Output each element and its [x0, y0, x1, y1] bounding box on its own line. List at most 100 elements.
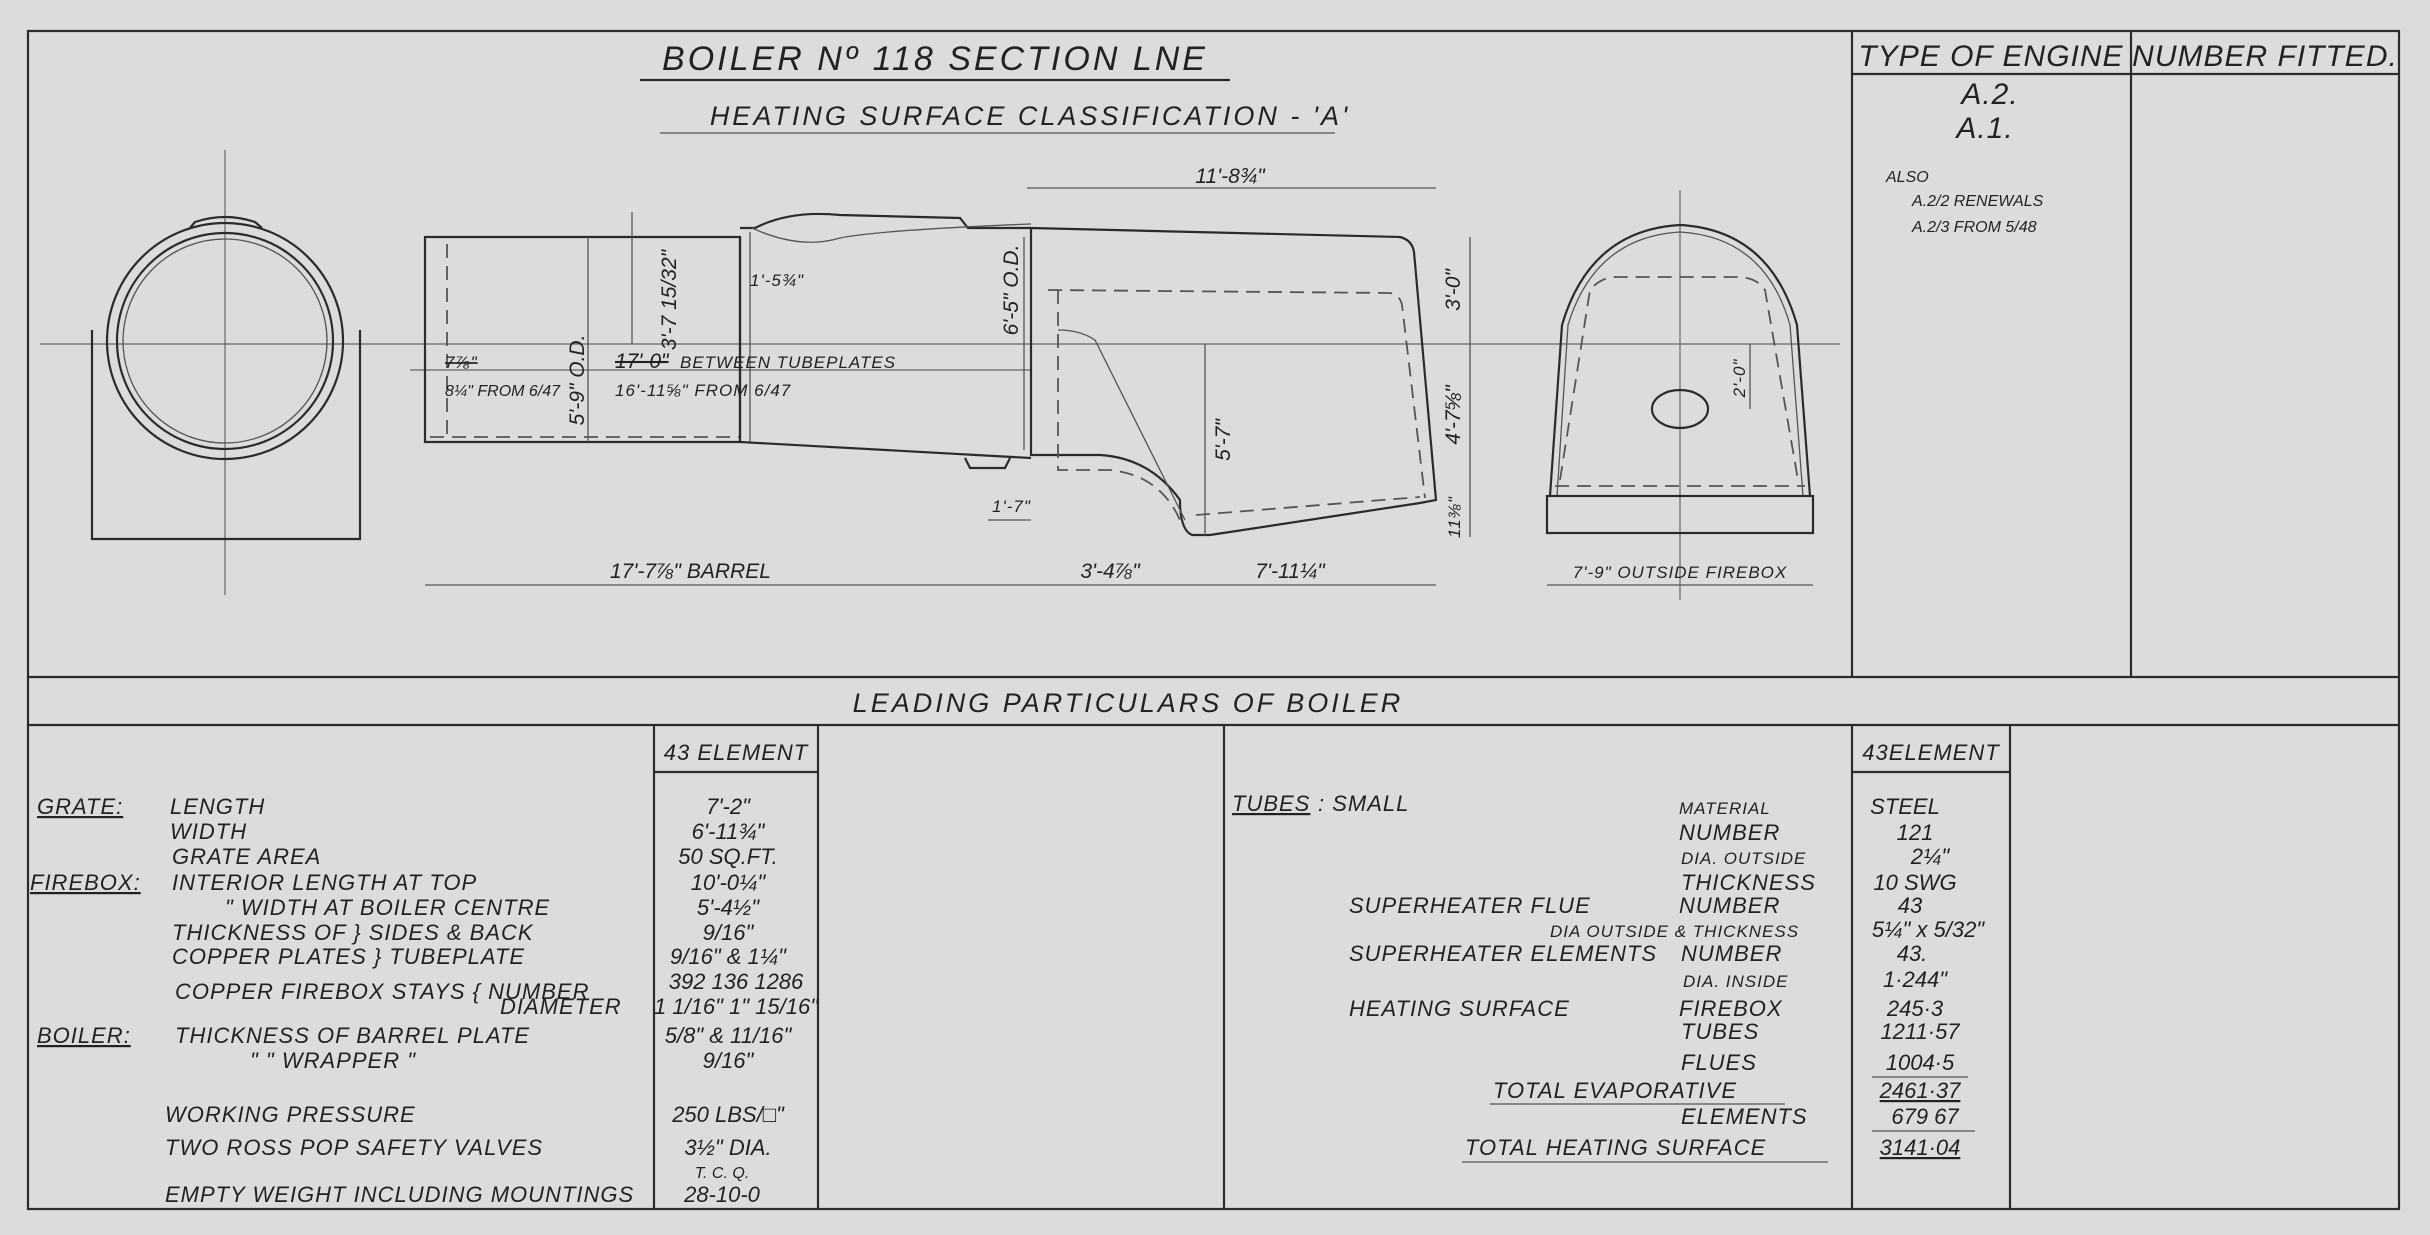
- dim-barrel-od: 5'-9" O.D.: [566, 335, 589, 426]
- row-label: COPPER PLATES } TUBEPLATE: [172, 944, 525, 969]
- section-grate: GRATE:: [37, 794, 123, 819]
- dim-tubeplates-new: 16'-11⅝" FROM 6/47: [615, 381, 791, 400]
- dim-throat: 1'-7": [992, 497, 1031, 516]
- row-label: DIA. OUTSIDE: [1681, 849, 1806, 868]
- right-particulars: TUBES : SMALL SUPERHEATER FLUE SUPERHEAT…: [1232, 791, 1985, 1163]
- row-value: 9/16": [703, 1048, 755, 1073]
- center-lines: [40, 150, 1840, 600]
- dim-grate-height: 5'-7": [1212, 418, 1235, 461]
- note-also: ALSO: [1885, 169, 1929, 186]
- row-value: 7'-2": [706, 794, 751, 819]
- row-value: 392 136 1286: [669, 969, 804, 994]
- row-value: 245·3: [1886, 996, 1944, 1021]
- number-fitted-header: NUMBER FITTED.: [2132, 40, 2398, 73]
- row-value: 50 SQ.FT.: [678, 844, 777, 869]
- row-value: 28-10-0: [683, 1182, 761, 1207]
- dim-grate-length: 7'-11¼": [1255, 560, 1326, 583]
- section-superheater-elements: SUPERHEATER ELEMENTS: [1349, 941, 1657, 966]
- row-label: DIA OUTSIDE & THICKNESS: [1550, 922, 1799, 941]
- dim-tubeplates-old: 17'-0": [615, 350, 670, 373]
- engine-type-a2: A.2.: [1959, 78, 2018, 111]
- row-value: 679 67: [1891, 1104, 1959, 1129]
- row-value: 6'-11¾": [692, 819, 766, 844]
- row-value: 1·244": [1883, 967, 1948, 992]
- row-value: 5¼" x 5/32": [1872, 917, 1985, 942]
- row-label: " WIDTH AT BOILER CENTRE: [225, 895, 550, 920]
- dim-foundation: 11⅜": [1445, 496, 1464, 538]
- row-label: THICKNESS: [1681, 870, 1816, 895]
- side-view-firebox: [1029, 226, 1438, 537]
- row-label: NUMBER: [1681, 941, 1782, 966]
- row-label: ELEMENTS: [1681, 1104, 1808, 1129]
- row-value: 1211·57: [1880, 1019, 1960, 1044]
- row-value: 1004·5: [1886, 1050, 1955, 1075]
- dim-throat-length: 3'-4⅞": [1080, 560, 1141, 583]
- frame-lines: [26, 29, 2401, 1211]
- section-firebox: FIREBOX:: [30, 870, 141, 895]
- row-value: 43: [1898, 893, 1923, 918]
- dim-firebox-od: 6'-5" O.D.: [1000, 245, 1023, 336]
- row-value: 9/16" & 1¼": [670, 944, 787, 969]
- row-label: THICKNESS OF BARREL PLATE: [175, 1023, 530, 1048]
- row-label: DIAMETER: [500, 994, 622, 1019]
- note-renewals: A.2/2 RENEWALS: [1911, 193, 2044, 210]
- row-label: COPPER FIREBOX STAYS { NUMBER: [175, 979, 589, 1004]
- row-value: 250 LBS/□": [671, 1102, 785, 1127]
- dim-firebox-lower: 4'-7⅝": [1442, 384, 1465, 445]
- row-label: GRATE AREA: [172, 844, 321, 869]
- dim-smokebox-new: 8¼" FROM 6/47: [445, 383, 561, 400]
- row-value: 3½" DIA.: [684, 1135, 771, 1160]
- row-value: 5/8" & 11/16": [665, 1023, 793, 1048]
- row-value: 10'-0¼": [691, 870, 767, 895]
- row-value: 43.: [1897, 941, 1928, 966]
- row-label: WIDTH: [170, 819, 247, 844]
- section-boiler: BOILER:: [37, 1023, 131, 1048]
- row-label: LENGTH: [170, 794, 265, 819]
- weight-units: T. C. Q.: [695, 1165, 750, 1182]
- row-value: 10 SWG: [1873, 870, 1956, 895]
- row-label: FLUES: [1681, 1050, 1757, 1075]
- engine-type-a1: A.1.: [1954, 112, 2013, 145]
- note-from-date: A.2/3 FROM 5/48: [1911, 219, 2037, 236]
- row-value: 5'-4½": [697, 895, 760, 920]
- dim-tubeplates-label: BETWEEN TUBEPLATES: [680, 353, 896, 372]
- dim-firebox-top: 3'-0": [1442, 268, 1465, 311]
- dim-overall-firebox: 11'-8¾": [1195, 165, 1266, 188]
- side-view-barrel: [423, 212, 1032, 470]
- section-heating-surface: HEATING SURFACE: [1349, 996, 1570, 1021]
- right-col-header: 43ELEMENT: [1862, 740, 2000, 765]
- row-value: STEEL: [1870, 794, 1940, 819]
- total-evaporative-value: 2461·37: [1879, 1078, 1962, 1103]
- row-value: 1 1/16" 1" 15/16": [654, 994, 819, 1019]
- dim-dome-offset: 1'-5¾": [750, 271, 804, 290]
- row-label: " " WRAPPER ": [250, 1048, 416, 1073]
- row-label: MATERIAL: [1679, 799, 1771, 818]
- section-tubes-small: : SMALL: [1318, 791, 1409, 816]
- row-label: EMPTY WEIGHT INCLUDING MOUNTINGS: [165, 1182, 634, 1207]
- dim-dome: 3'-7 15/32": [658, 248, 681, 350]
- dim-smokebox-old: 7⅞": [445, 353, 478, 372]
- front-view-smokebox: [90, 215, 362, 541]
- total-evaporative-label: TOTAL EVAPORATIVE: [1493, 1078, 1737, 1103]
- total-heating-surface-value: 3141·04: [1880, 1135, 1961, 1160]
- drawing-title: BOILER Nº 118 SECTION LNE: [662, 40, 1208, 78]
- row-label: FIREBOX: [1679, 996, 1783, 1021]
- dim-outside-firebox: 7'-9" OUTSIDE FIREBOX: [1573, 563, 1787, 582]
- total-heating-surface-label: TOTAL HEATING SURFACE: [1465, 1135, 1766, 1160]
- row-value: 9/16": [703, 920, 755, 945]
- dim-firehole: 2'-0": [1730, 359, 1749, 399]
- row-label: INTERIOR LENGTH AT TOP: [172, 870, 477, 895]
- row-label: NUMBER: [1679, 820, 1780, 845]
- row-label: WORKING PRESSURE: [165, 1102, 416, 1127]
- drawing-subtitle: HEATING SURFACE CLASSIFICATION - 'A': [710, 101, 1350, 131]
- row-label: TUBES: [1681, 1019, 1759, 1044]
- section-tubes: TUBES: [1232, 791, 1310, 816]
- left-particulars: GRATE: FIREBOX: BOILER: LENGTH WIDTH GRA…: [30, 794, 819, 1207]
- end-view-firebox: [1545, 223, 1815, 535]
- row-label: THICKNESS OF } SIDES & BACK: [172, 920, 534, 945]
- dimension-lines: [425, 187, 1813, 586]
- section-superheater-flue: SUPERHEATER FLUE: [1349, 893, 1591, 918]
- row-label: TWO ROSS POP SAFETY VALVES: [165, 1135, 543, 1160]
